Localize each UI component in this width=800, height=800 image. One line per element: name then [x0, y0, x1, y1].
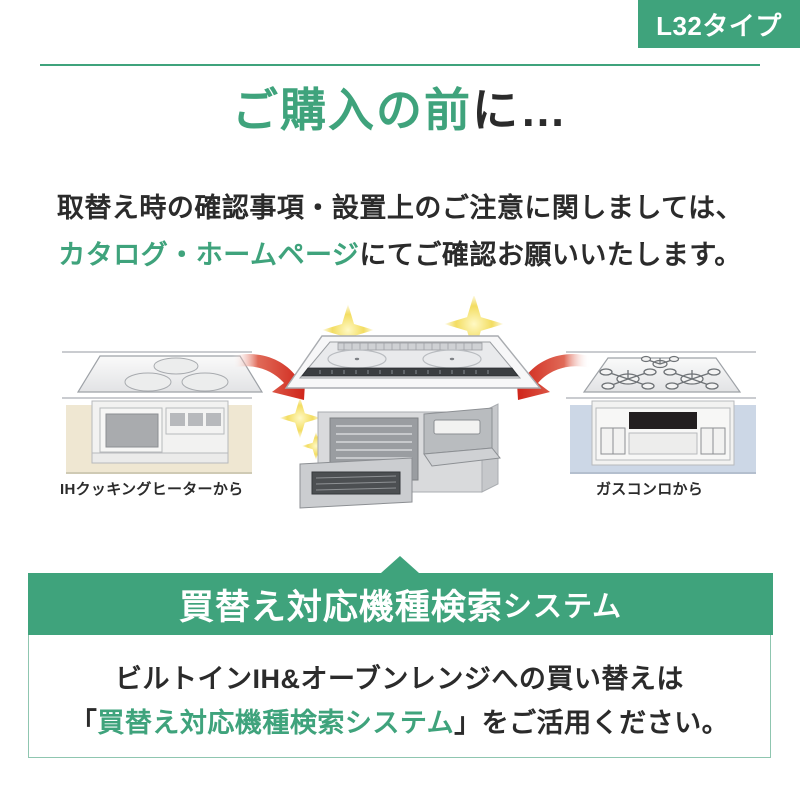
lead-line-1: 取替え時の確認事項・設置上のご注意に関しましては、 — [56, 193, 744, 223]
top-divider-rule — [40, 64, 760, 66]
description-line-2-tail: をご活用ください。 — [481, 708, 730, 738]
search-system-banner-suffix: システム — [502, 591, 623, 623]
description-close-bracket: 」 — [454, 708, 482, 738]
description-open-bracket: 「 — [69, 708, 98, 738]
description-line-2: 「買替え対応機種検索システム」をご活用ください。 — [29, 701, 770, 740]
right-appliance-caption: ガスコンロから — [596, 481, 704, 498]
right-appliance-gas — [566, 351, 756, 474]
page-title-green: ご購入の前 — [232, 84, 472, 136]
search-system-description-box: ビルトインIH&オーブンレンジへの買い替えは 「買替え対応機種検索システム」をご… — [28, 635, 771, 758]
lead-line-2: カタログ・ホームページにてご確認お願いいたします。 — [0, 232, 800, 279]
lead-line-2-green: カタログ・ホームページ — [58, 240, 360, 270]
type-badge-label: L32タイプ — [656, 10, 782, 41]
page-title: ご購入の前に… — [0, 74, 800, 140]
left-appliance-caption: IHクッキングヒーターから — [60, 481, 244, 498]
lead-paragraph: 取替え時の確認事項・設置上のご注意に関しましては、 カタログ・ホームページにてご… — [0, 185, 800, 279]
search-system-banner-main: 買替え対応機種検索 — [178, 587, 503, 627]
description-system-name: 買替え対応機種検索システム — [97, 708, 455, 738]
banner-pointer-triangle — [381, 556, 419, 573]
type-badge: L32タイプ — [638, 0, 800, 48]
left-appliance-ih — [62, 351, 264, 474]
description-line-1: ビルトインIH&オーブンレンジへの買い替えは — [115, 664, 684, 694]
center-appliance-builtin-ih — [284, 335, 542, 509]
appliance-illustration — [62, 294, 756, 509]
lead-line-2-dark: にてご確認お願いいたします。 — [359, 240, 742, 270]
search-system-banner: 買替え対応機種検索システム — [28, 573, 773, 635]
illustration-stage: IHクッキングヒーターから ガスコンロから — [0, 294, 800, 511]
page-title-dark: に… — [472, 84, 568, 136]
